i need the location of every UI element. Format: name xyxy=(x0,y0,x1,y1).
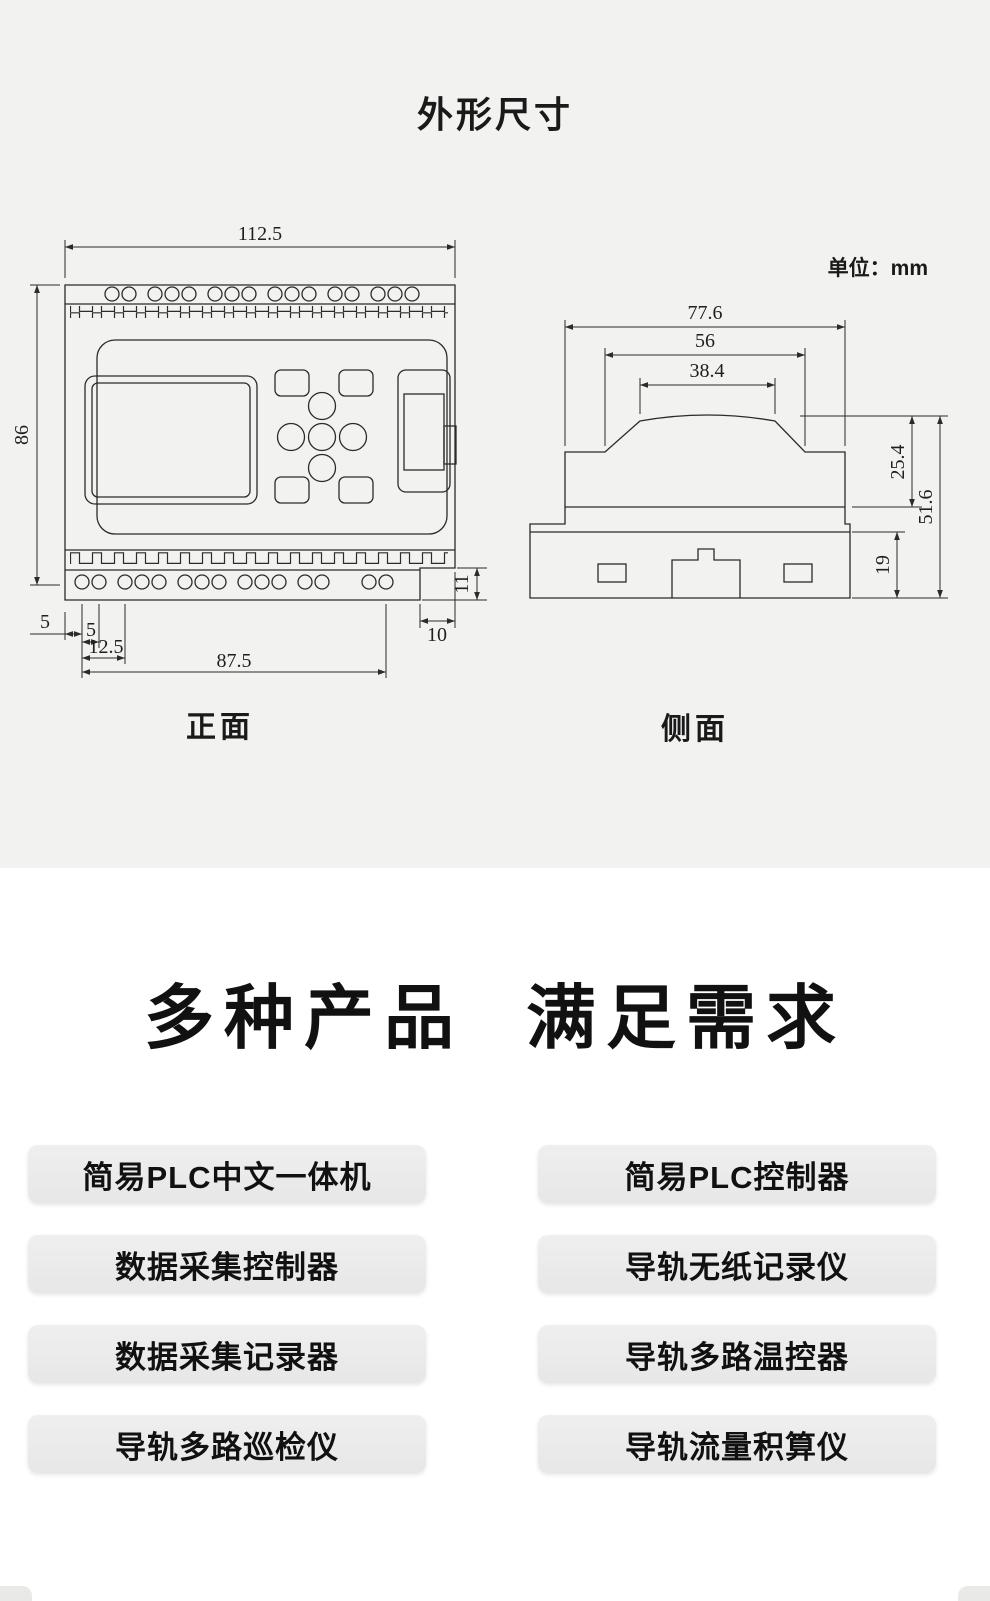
front-panel-recess xyxy=(96,339,448,535)
dim-front-terminal-height: 11 xyxy=(451,574,473,593)
side-dimension-texts: 77.6 56 38.4 25.4 51.6 19 xyxy=(688,302,938,575)
dimension-drawing: 112.5 86 5 5 12.5 87.5 11 10 xyxy=(11,223,948,678)
products-heading: 多种产品 满足需求 xyxy=(0,962,990,1063)
lcd-screen-outer xyxy=(84,375,258,505)
product-pill-plc-chinese-all-in-one: 简易PLC中文一体机 xyxy=(28,1145,426,1203)
products-section xyxy=(0,868,990,1601)
product-pill-rail-multichannel-inspector: 导轨多路巡检仪 xyxy=(28,1415,426,1473)
dim-side-upper-height: 25.4 xyxy=(887,445,909,480)
side-dimension-lines xyxy=(564,320,948,599)
dimensions-section: 外形尺寸 单位：mm xyxy=(0,0,990,868)
front-dimension-texts: 112.5 86 5 5 12.5 87.5 11 10 xyxy=(11,223,473,672)
front-view-outline xyxy=(64,284,457,601)
keypad-buttons xyxy=(274,369,374,504)
dim-front-width: 112.5 xyxy=(238,223,282,245)
product-pill-data-acquisition-recorder: 数据采集记录器 xyxy=(28,1325,426,1383)
dim-front-hole-offset: 12.5 xyxy=(89,636,124,658)
products-heading-right: 满足需求 xyxy=(526,979,846,1057)
next-section-peek-left xyxy=(0,1586,32,1601)
products-heading-left: 多种产品 xyxy=(144,979,464,1057)
product-pill-rail-flow-totalizer: 导轨流量积算仪 xyxy=(538,1415,936,1473)
bottom-terminal-holes xyxy=(74,574,394,590)
dim-front-edge-to-hole: 5 xyxy=(40,611,50,633)
lcd-screen-inner xyxy=(91,382,251,498)
product-pill-plc-controller: 简易PLC控制器 xyxy=(538,1145,936,1203)
din-rail-clip xyxy=(671,548,741,598)
side-view-outline xyxy=(529,414,851,599)
front-dimension-lines xyxy=(30,240,487,678)
unit-label: 单位：mm xyxy=(827,257,928,280)
dim-front-right-inset: 10 xyxy=(427,624,447,646)
section-title: 外形尺寸 xyxy=(416,94,573,135)
next-section-peek-right xyxy=(958,1586,990,1601)
dim-side-top-width: 38.4 xyxy=(690,360,725,382)
product-pill-rail-multichannel-temp-controller: 导轨多路温控器 xyxy=(538,1325,936,1383)
expansion-port xyxy=(397,369,457,493)
side-view-label: 侧面 xyxy=(661,713,729,746)
product-pill-rail-paperless-recorder: 导轨无纸记录仪 xyxy=(538,1235,936,1293)
dim-side-body-width: 56 xyxy=(695,330,715,352)
dim-front-hole-pitch: 5 xyxy=(86,619,96,641)
dim-front-hole-span: 87.5 xyxy=(217,650,252,672)
dim-side-base-height: 19 xyxy=(872,555,894,575)
dim-side-total-height: 51.6 xyxy=(915,490,937,525)
dim-front-height: 86 xyxy=(11,425,33,445)
dim-side-total-width: 77.6 xyxy=(688,302,723,324)
top-terminal-holes xyxy=(104,286,420,302)
product-pill-data-acquisition-controller: 数据采集控制器 xyxy=(28,1235,426,1293)
front-view-label: 正面 xyxy=(186,711,254,744)
